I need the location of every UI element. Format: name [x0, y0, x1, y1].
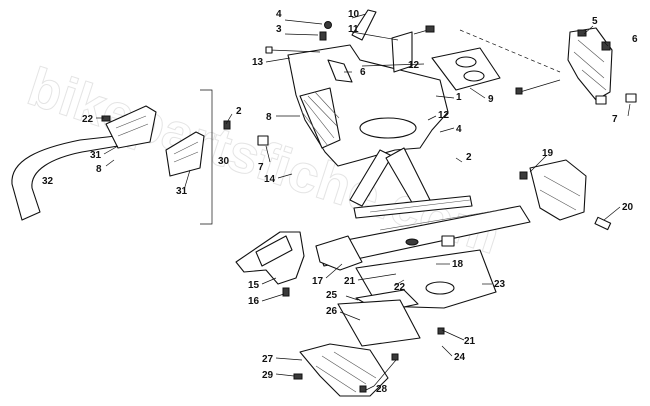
callout-28: 28 — [376, 384, 388, 395]
lower-shield-assembly — [293, 343, 399, 397]
callout-18: 18 — [452, 259, 464, 270]
callout-24: 24 — [454, 352, 466, 363]
chassis-frame — [315, 147, 531, 267]
callout-19: 19 — [542, 148, 554, 159]
front-bumper-assembly — [11, 89, 269, 225]
callout-21: 21 — [344, 276, 356, 287]
callout-15: 15 — [248, 280, 260, 291]
callout-6: 6 — [360, 67, 366, 78]
callout-6: 6 — [632, 34, 638, 45]
bracket-11 — [391, 31, 413, 73]
callout-31: 31 — [176, 186, 188, 197]
callout-7: 7 — [258, 162, 264, 173]
callout-30: 30 — [218, 156, 230, 167]
callout-10: 10 — [348, 9, 360, 20]
spindle-bracket-assembly — [235, 231, 363, 297]
skid-plate-assembly — [337, 249, 497, 347]
callout-27: 27 — [262, 354, 274, 365]
callout-20: 20 — [622, 202, 634, 213]
callout-2: 2 — [236, 106, 242, 117]
connector-12a — [425, 25, 435, 33]
callout-14: 14 — [264, 174, 276, 185]
nut-4a — [324, 21, 332, 29]
callout-23: 23 — [494, 279, 506, 290]
bracket-31a — [105, 105, 157, 149]
callout-12: 12 — [438, 110, 450, 121]
callout-11: 11 — [348, 24, 359, 35]
right-mount-assembly — [515, 27, 637, 105]
callout-26: 26 — [326, 306, 338, 317]
bumper-32 — [11, 135, 119, 221]
callout-25: 25 — [326, 290, 338, 301]
callout-22: 22 — [82, 114, 94, 125]
callout-7: 7 — [612, 114, 618, 125]
clip-3 — [319, 31, 327, 41]
callout-13: 13 — [252, 57, 264, 68]
bulkhead-assembly — [265, 9, 449, 167]
bulkhead-bracket — [327, 59, 353, 83]
callout-21: 21 — [464, 336, 476, 347]
callout-9: 9 — [488, 94, 494, 105]
callout-22: 22 — [394, 282, 406, 293]
bracket-17 — [315, 235, 363, 271]
leader-lines — [96, 13, 631, 391]
callout-3: 3 — [276, 24, 282, 35]
bolt-13 — [265, 46, 273, 54]
callout-8: 8 — [266, 112, 272, 123]
callout-17: 17 — [312, 276, 324, 287]
side-plate-19 — [519, 159, 612, 231]
callout-12: 12 — [408, 60, 420, 71]
shield-10 — [351, 9, 377, 41]
callout-16: 16 — [248, 296, 260, 307]
callout-5: 5 — [592, 16, 598, 27]
bulkhead-oval-opening — [359, 117, 417, 139]
callout-2: 2 — [466, 152, 472, 163]
callout-32: 32 — [42, 176, 54, 187]
callout-8: 8 — [96, 164, 102, 175]
bellypan-26 — [337, 299, 421, 347]
bracket-31b — [165, 131, 205, 177]
callout-labels: 4 3 10 11 13 6 12 5 6 7 9 1 12 4 22 2 8 … — [42, 9, 638, 395]
callout-4: 4 — [456, 124, 462, 135]
callout-4: 4 — [276, 9, 282, 20]
callout-31: 31 — [90, 150, 102, 161]
callout-29: 29 — [262, 370, 274, 381]
callout-1: 1 — [456, 92, 462, 103]
tray-9 — [431, 29, 561, 91]
